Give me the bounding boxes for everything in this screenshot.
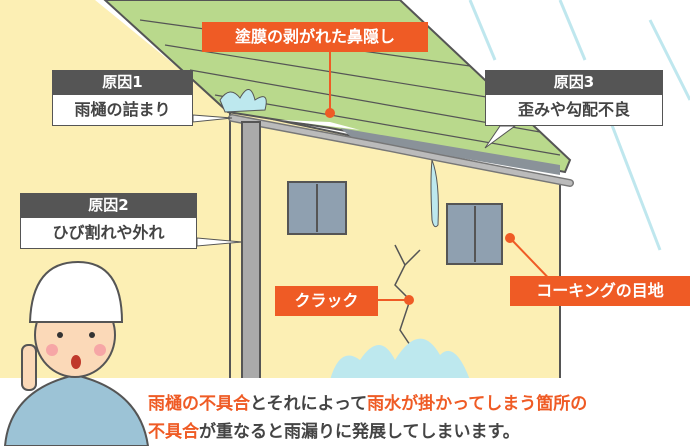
caulking-label: コーキングの目地 bbox=[510, 276, 690, 306]
cause-2-title: 原因2 bbox=[20, 193, 197, 217]
fascia-peeled bbox=[280, 120, 360, 130]
caption-text: が重なると雨漏りに発展してしまいます。 bbox=[199, 422, 520, 442]
window-1 bbox=[287, 181, 347, 235]
caption-highlight: 雨樋の不具合 bbox=[148, 394, 250, 414]
fascia-label: 塗膜の剥がれた鼻隠し bbox=[202, 22, 428, 52]
cause-3-title: 原因3 bbox=[485, 70, 663, 94]
cause-2-box: 原因2 ひび割れや外れ bbox=[20, 193, 197, 249]
cause-3-box: 原因3 歪みや勾配不良 bbox=[485, 70, 663, 126]
crack-label: クラック bbox=[275, 286, 378, 316]
cause-1-box: 原因1 雨樋の詰まり bbox=[52, 70, 193, 126]
water-drip bbox=[430, 159, 439, 228]
crack-lines bbox=[394, 244, 421, 361]
caption-text: とそれによって bbox=[250, 394, 368, 414]
cause-3-text: 歪みや勾配不良 bbox=[485, 94, 663, 126]
gutter-overflow bbox=[219, 89, 267, 113]
caption: 雨樋の不具合とそれによって雨水が掛かってしまう箇所の不具合が重なると雨漏りに発展… bbox=[148, 390, 587, 446]
downspout bbox=[241, 121, 261, 383]
ground-splash bbox=[330, 338, 470, 380]
caption-highlight: 雨水が掛かってしまう箇所の bbox=[367, 394, 588, 414]
worker-illustration bbox=[3, 260, 150, 446]
window-2 bbox=[446, 203, 503, 265]
caption-highlight: 不具合 bbox=[148, 422, 199, 442]
cause-1-title: 原因1 bbox=[52, 70, 193, 94]
cause-2-text: ひび割れや外れ bbox=[20, 217, 197, 249]
fascia bbox=[340, 128, 560, 175]
cause-1-text: 雨樋の詰まり bbox=[52, 94, 193, 126]
